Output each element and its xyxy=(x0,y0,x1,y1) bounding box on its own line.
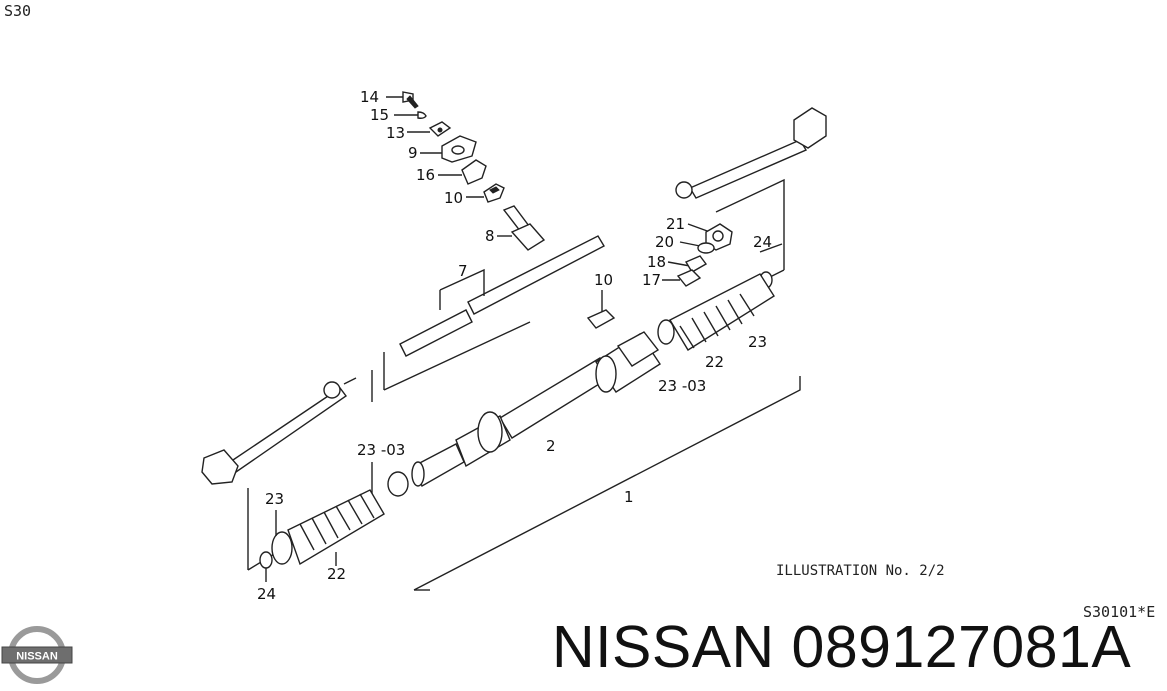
section-code: S30 xyxy=(4,2,32,20)
boot-part-22-left xyxy=(271,489,385,566)
callout-24-right: 24 xyxy=(753,233,772,251)
rack-assembly-part-1 xyxy=(413,376,801,591)
callout-10-mid: 10 xyxy=(594,271,613,289)
callout-16: 16 xyxy=(416,166,435,184)
ring-part-24-left xyxy=(259,551,273,582)
callout-14: 14 xyxy=(360,88,379,106)
callout-7: 7 xyxy=(458,262,468,280)
callout-13: 13 xyxy=(386,124,405,142)
callout-10-top: 10 xyxy=(444,189,463,207)
reference-code: S30101*E xyxy=(1083,603,1156,621)
callout-21: 21 xyxy=(666,215,685,233)
pinion-part-8 xyxy=(497,205,546,251)
plug-part-16 xyxy=(438,159,487,185)
washer-part-15 xyxy=(394,111,427,119)
callout-17: 17 xyxy=(642,271,661,289)
callout-23-03-right: 23 -03 xyxy=(658,377,706,395)
logo-text: NISSAN xyxy=(16,651,58,663)
nut-part-21 xyxy=(687,223,733,251)
boot-part-22-right xyxy=(657,273,775,351)
rack-housing-part-2 xyxy=(411,331,661,488)
tie-rod-end-right xyxy=(675,107,827,279)
callout-22-left: 22 xyxy=(327,565,346,583)
callout-20: 20 xyxy=(655,233,674,251)
spring-part-18 xyxy=(667,255,708,273)
rack-bar-part-7 xyxy=(383,235,605,391)
washer-part-20 xyxy=(679,241,715,254)
callout-23-03-left: 23 -03 xyxy=(357,441,405,459)
yoke-part-17 xyxy=(662,269,702,287)
callout-9: 9 xyxy=(408,144,418,162)
brand-part-number: NISSAN 089127081A xyxy=(552,614,1132,680)
clip-part-13 xyxy=(407,121,452,137)
bushing-part-10-mid xyxy=(586,290,616,329)
callout-24-left: 24 xyxy=(257,585,276,603)
callout-15: 15 xyxy=(370,106,389,124)
callout-18: 18 xyxy=(647,253,666,271)
ring-part-23-03-left xyxy=(371,462,409,497)
callout-23-right: 23 xyxy=(748,333,767,351)
callout-22-right: 22 xyxy=(705,353,724,371)
callout-8: 8 xyxy=(485,227,495,245)
bolt-part-14 xyxy=(386,91,419,109)
tie-rod-end-left xyxy=(201,370,373,571)
illustration-caption: ILLUSTRATION No. 2/2 xyxy=(776,563,945,579)
nissan-logo-icon: NISSAN xyxy=(0,624,74,691)
cover-part-9 xyxy=(420,135,477,163)
callout-1: 1 xyxy=(624,488,634,506)
bushing-part-10-top xyxy=(466,183,505,203)
callout-23-left: 23 xyxy=(265,490,284,508)
callout-2: 2 xyxy=(546,437,556,455)
